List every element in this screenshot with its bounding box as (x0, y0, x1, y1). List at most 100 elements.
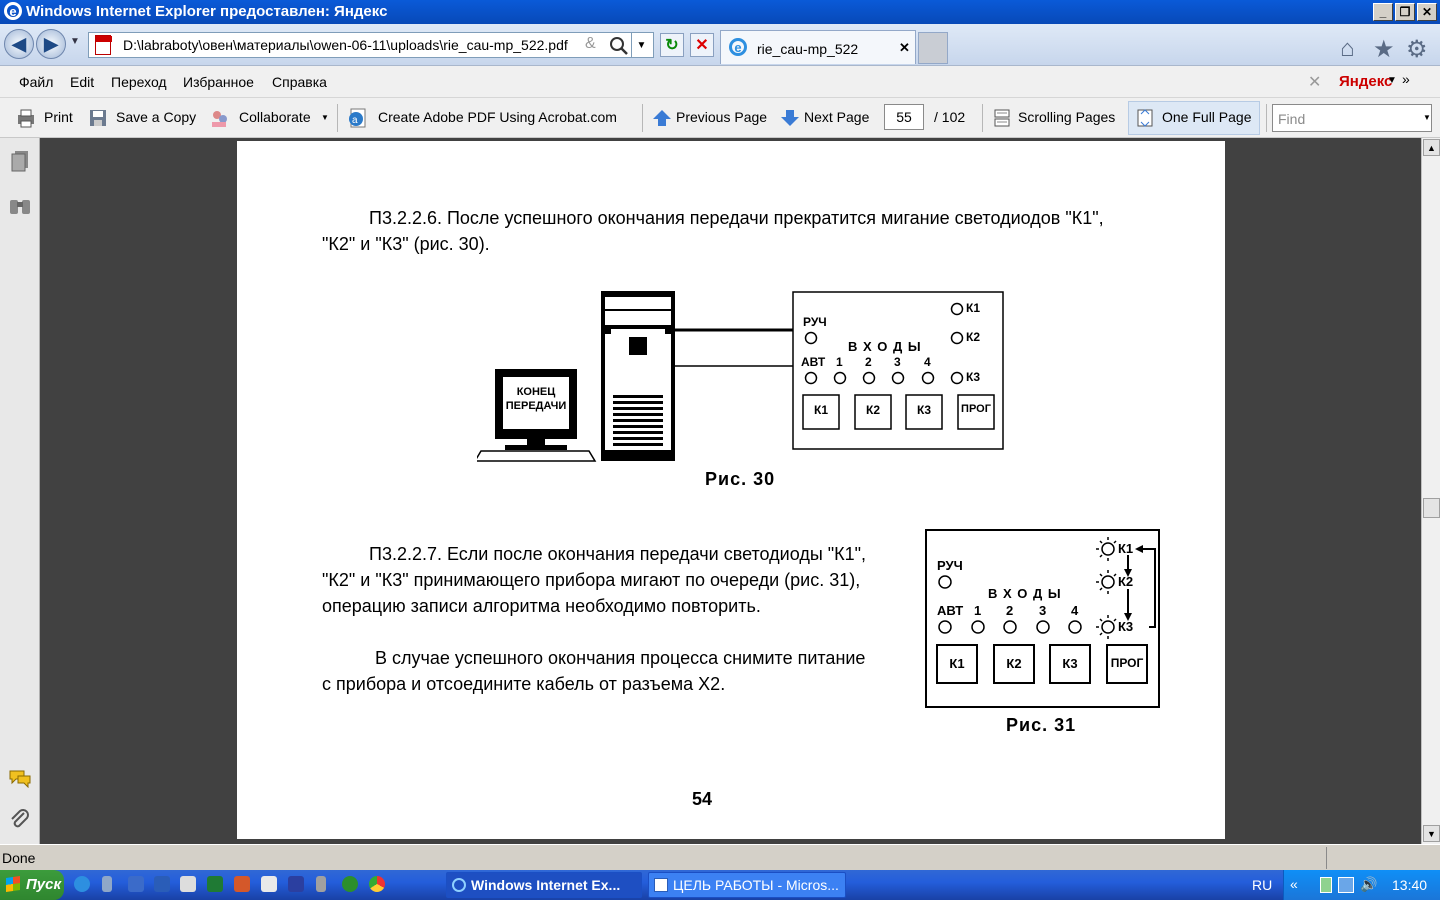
quicklaunch-desktop-icon[interactable] (128, 876, 144, 892)
close-window-button[interactable]: ✕ (1417, 3, 1437, 21)
quicklaunch-notepad-icon[interactable] (261, 876, 277, 892)
vertical-scrollbar[interactable]: ▲ ▼ (1421, 138, 1440, 844)
taskbar-ie-window[interactable]: Windows Internet Ex... (446, 872, 642, 898)
fig31-inputs-label: В Х О Д Ы (988, 586, 1062, 601)
menu-edit[interactable]: Edit (70, 74, 95, 90)
menu-file[interactable]: Файл (19, 74, 54, 90)
scrolling-pages-button[interactable]: Scrolling Pages (1018, 109, 1116, 125)
stop-icon[interactable]: ✕ (690, 33, 714, 57)
pdf-page: П3.2.2.6. После успешного окончания пере… (237, 141, 1225, 839)
collaborate-dropdown-icon[interactable]: ▼ (321, 113, 329, 122)
acrobat-com-icon: a (349, 108, 366, 128)
fig31-caption: Рис. 31 (1006, 715, 1077, 735)
fig30-avt-label: АВТ (801, 355, 826, 369)
collaborate-button[interactable]: Collaborate (239, 109, 311, 125)
fig31-num-3: 3 (1039, 603, 1047, 618)
fig30-k2-label: К2 (966, 330, 980, 344)
status-bar: Done (0, 844, 1440, 870)
save-copy-button[interactable]: Save a Copy (116, 109, 197, 125)
clock[interactable]: 13:40 (1392, 877, 1428, 893)
back-button[interactable]: ◀ (4, 29, 34, 59)
scrolling-pages-icon (994, 109, 1010, 127)
scroll-thumb[interactable] (1423, 498, 1440, 518)
address-dropdown-icon[interactable]: ▼ (631, 33, 651, 57)
start-button[interactable]: Пуск (0, 870, 64, 900)
home-icon[interactable]: ⌂ (1340, 35, 1355, 62)
find-input[interactable]: Find ▼ (1272, 104, 1432, 132)
paperclip-icon[interactable] (8, 808, 32, 832)
find-dropdown-icon[interactable]: ▼ (1423, 113, 1431, 122)
quicklaunch-doc-icon[interactable] (180, 876, 196, 892)
screen-line-2: ПЕРЕДАЧИ (505, 400, 567, 412)
language-indicator[interactable]: RU (1252, 877, 1273, 893)
gear-icon[interactable]: ⚙ (1406, 36, 1428, 63)
fig30-button-prog: ПРОГ (961, 403, 991, 415)
search-icon[interactable] (609, 36, 629, 56)
taskbar-word-window[interactable]: ЦЕЛЬ РАБОТЫ - Micros... (648, 872, 846, 898)
one-full-page-button[interactable]: One Full Page (1162, 109, 1252, 125)
menu-go[interactable]: Переход (111, 74, 167, 90)
new-tab-button[interactable] (918, 32, 948, 64)
pages-icon[interactable] (10, 150, 30, 172)
menu-favorites[interactable]: Избранное (183, 74, 254, 90)
window-title: Windows Internet Explorer предоставлен: … (26, 3, 388, 20)
figure-30 (477, 291, 1004, 462)
forward-button[interactable]: ▶ (36, 29, 66, 59)
ie-tab-icon: e (729, 38, 747, 56)
menu-help[interactable]: Справка (272, 74, 327, 90)
tab-title: rie_cau-mp_522 (757, 41, 859, 57)
refresh-icon[interactable]: ↻ (660, 33, 684, 57)
fig31-avt-label: АВТ (937, 603, 964, 618)
volume-icon[interactable]: 🔊 (1360, 876, 1378, 892)
print-button[interactable]: Print (44, 109, 73, 125)
close-toolbar-icon[interactable]: ✕ (1308, 74, 1322, 91)
battery-icon[interactable] (1320, 877, 1332, 893)
tray-expand-icon[interactable]: « (1290, 876, 1298, 892)
network-icon[interactable] (1338, 877, 1354, 893)
keyboard (477, 450, 597, 462)
tab-close-icon[interactable]: ✕ (899, 40, 910, 55)
yandex-dropdown-icon[interactable]: ▼ (1387, 75, 1397, 86)
scroll-up-icon[interactable]: ▲ (1423, 139, 1440, 156)
quicklaunch-excel-icon[interactable] (207, 876, 223, 892)
paragraph-2-line-1: П3.2.2.7. Если после окончания передачи … (369, 544, 867, 564)
binoculars-icon[interactable] (8, 196, 32, 216)
address-bar[interactable]: D:\labraboty\овен\материалы\owen-06-11\u… (88, 32, 654, 58)
figure-31 (925, 529, 1160, 708)
compat-icon[interactable]: & (585, 35, 596, 52)
quicklaunch-ie-icon[interactable] (74, 876, 90, 892)
yandex-logo[interactable]: Яндекс (1339, 73, 1393, 90)
page-number-input[interactable]: 55 (884, 104, 924, 130)
minimize-button[interactable]: _ (1373, 3, 1393, 21)
fig30-button-k2: К2 (866, 403, 880, 417)
history-dropdown-icon[interactable]: ▼ (70, 36, 80, 47)
one-full-page-icon (1137, 109, 1153, 127)
fig31-button-prog: ПРОГ (1110, 656, 1144, 670)
pdf-toolbar: Print Save a Copy Collaborate ▼ a Create… (0, 98, 1440, 138)
maximize-button[interactable]: ❐ (1395, 3, 1415, 21)
quicklaunch-device-icon[interactable] (102, 876, 112, 892)
fig31-button-k3: К3 (1062, 656, 1078, 671)
taskbar-word-icon (654, 878, 668, 892)
quicklaunch-word-icon[interactable] (154, 876, 170, 892)
menu-bar: Файл Edit Переход Избранное Справка ✕ Ян… (0, 66, 1440, 98)
comments-icon[interactable] (8, 768, 32, 788)
create-pdf-button[interactable]: Create Adobe PDF Using Acrobat.com (378, 109, 617, 125)
previous-page-button[interactable]: Previous Page (676, 109, 768, 125)
tab-pdf[interactable]: e rie_cau-mp_522 ✕ (720, 30, 916, 64)
quicklaunch-powerpoint-icon[interactable] (234, 876, 250, 892)
quicklaunch-torrent-icon[interactable] (342, 876, 358, 892)
fig31-num-4: 4 (1071, 603, 1079, 618)
quicklaunch-network-icon[interactable] (288, 876, 304, 892)
fig31-k3-label: К3 (1118, 619, 1134, 634)
next-page-button[interactable]: Next Page (804, 109, 870, 125)
favorites-star-icon[interactable]: ★ (1373, 36, 1395, 63)
fig30-num-4: 4 (924, 355, 931, 369)
more-chevron-icon[interactable]: » (1402, 71, 1410, 87)
quicklaunch-tool-icon[interactable] (316, 876, 326, 892)
fig31-button-k1: К1 (949, 656, 965, 671)
windows-flag-icon (6, 876, 20, 892)
scroll-down-icon[interactable]: ▼ (1423, 825, 1440, 842)
screen-line-1: КОНЕЦ (516, 386, 556, 398)
quicklaunch-chrome-icon[interactable] (369, 876, 385, 892)
